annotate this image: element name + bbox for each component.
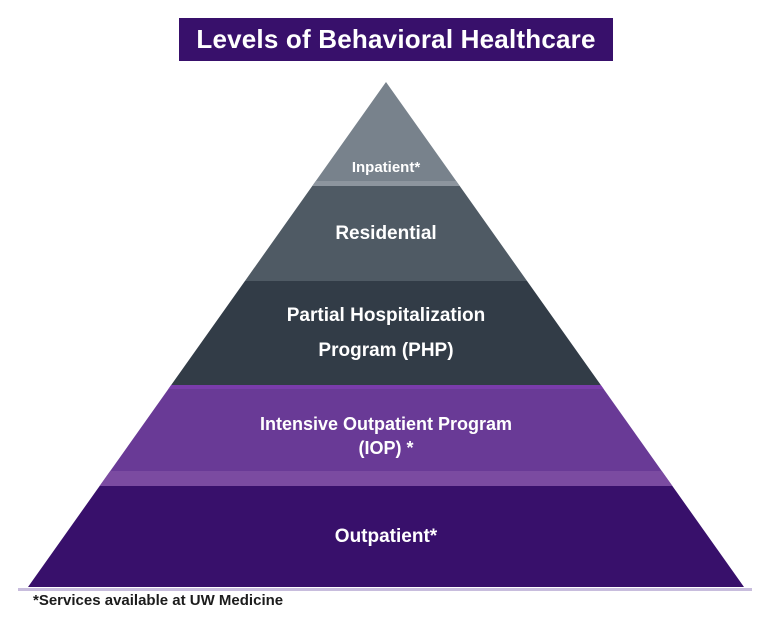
level-label-iop-line1: Intensive Outpatient Program — [259, 413, 513, 434]
pyramid-level-outpatient: Outpatient* — [28, 486, 744, 587]
level-label-inpatient: Inpatient* — [351, 159, 421, 176]
pyramid-level-php: Partial Hospitalization Program (PHP) — [171, 281, 601, 385]
title-banner: Levels of Behavioral Healthcare — [179, 18, 613, 61]
pyramid-level-residential: Residential — [244, 186, 528, 281]
level-edge-highlight — [99, 385, 673, 389]
level-label-outpatient: Outpatient* — [334, 525, 438, 547]
level-label-iop-line2: (IOP) * — [358, 437, 414, 458]
level-edge-highlight — [312, 181, 460, 186]
pyramid-level-iop: Intensive Outpatient Program (IOP) * — [99, 385, 673, 486]
page-title: Levels of Behavioral Healthcare — [196, 24, 596, 54]
level-label-php-line2: Program (PHP) — [318, 340, 454, 361]
pyramid-level-inpatient: Inpatient* — [312, 82, 460, 186]
footnote-services-note: *Services available at UW Medicine — [33, 592, 284, 609]
level-label-residential: Residential — [335, 222, 437, 244]
level-edge-highlight — [99, 471, 673, 486]
pyramid-base-line — [18, 588, 752, 591]
level-label-php-line1: Partial Hospitalization — [286, 305, 486, 326]
